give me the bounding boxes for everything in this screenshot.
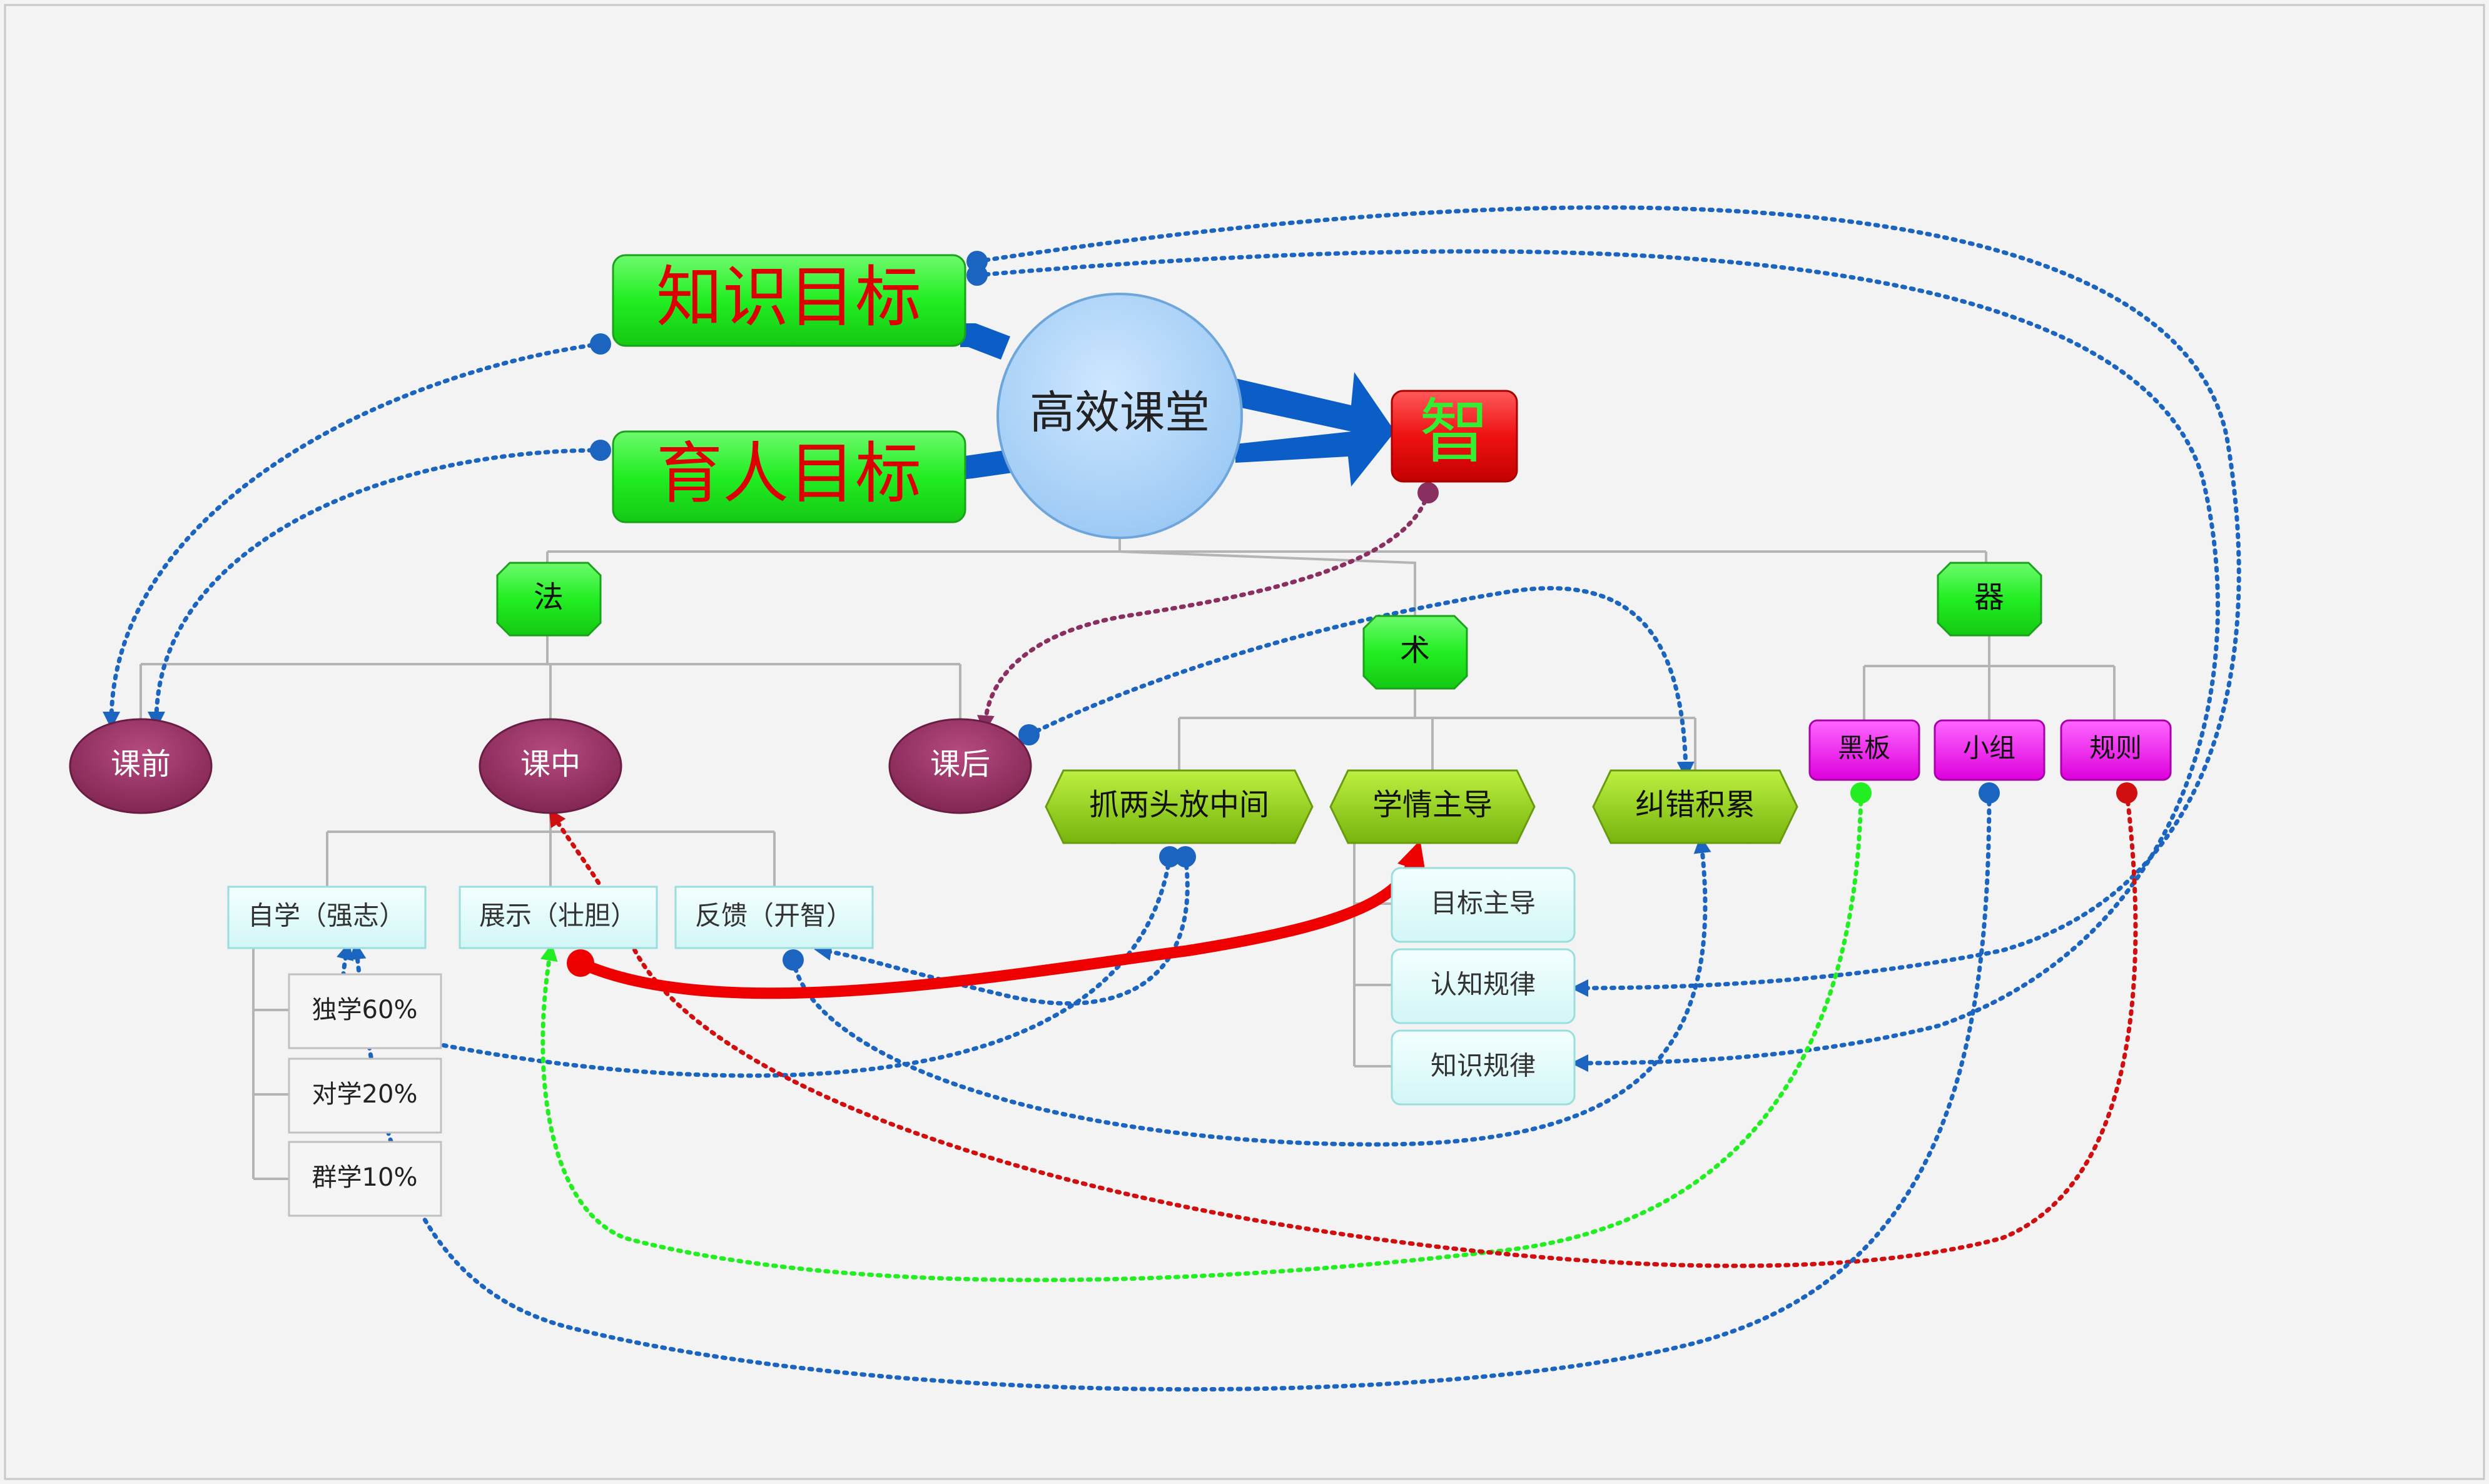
line-knowledge-to-rules <box>975 205 2241 997</box>
tool-rules-node[interactable]: 规则 <box>2060 719 2172 781</box>
phase-during-node[interactable]: 课中 <box>479 718 622 814</box>
category-qi-label: 器 <box>1974 580 2004 615</box>
tree-connectors <box>139 539 2116 1180</box>
line-after-to-correction <box>1027 586 1695 779</box>
principle-goal-led-label: 目标主导 <box>1431 888 1536 919</box>
center-label: 高效课堂 <box>1030 386 1210 439</box>
method-feedback-node[interactable]: 反馈（开智） <box>674 886 874 949</box>
category-qi-node[interactable]: 器 <box>1937 562 2042 637</box>
principle-cognitive-law-node[interactable]: 认知规律 <box>1391 948 1576 1024</box>
ratio-solo-node[interactable]: 独学60% <box>288 973 442 1049</box>
education-goal-node[interactable]: 育人目标 <box>612 430 966 523</box>
phase-after-node[interactable]: 课后 <box>888 718 1032 814</box>
thick-arrow-knowledge <box>960 323 1010 360</box>
technique-learning-led-node[interactable]: 学情主导 <box>1329 769 1536 844</box>
phase-before-node[interactable]: 课前 <box>69 718 213 814</box>
ratio-group-node[interactable]: 群学10% <box>288 1141 442 1217</box>
method-presentation-label: 展示（壮胆） <box>479 901 637 931</box>
tool-blackboard-label: 黑板 <box>1838 733 1890 764</box>
relation-lines <box>103 205 2241 1392</box>
wisdom-label: 智 <box>1419 391 1489 473</box>
technique-both-ends-node[interactable]: 抓两头放中间 <box>1045 769 1314 844</box>
line-bothends-to-feedback <box>814 854 1190 1006</box>
tool-group-node[interactable]: 小组 <box>1934 719 2045 781</box>
canvas-border <box>4 4 2485 1480</box>
thick-red-link-presentation-to-learning <box>575 840 1426 999</box>
thick-arrow-to-zhi <box>1235 372 1395 487</box>
line-rules-to-during <box>549 790 2138 1268</box>
line-zhi-to-after <box>976 490 1431 733</box>
line-education-to-before <box>148 448 603 729</box>
ratio-group-label: 群学10% <box>312 1163 418 1192</box>
category-shu-node[interactable]: 术 <box>1362 615 1468 690</box>
principle-knowledge-law-node[interactable]: 知识规律 <box>1391 1029 1576 1106</box>
phase-before-label: 课前 <box>111 747 171 782</box>
center-node[interactable]: 高效课堂 <box>996 293 1243 539</box>
tool-group-label: 小组 <box>1963 733 2015 764</box>
phase-during-label: 课中 <box>520 747 580 782</box>
thick-arrow-education <box>960 449 1016 480</box>
phase-after-label: 课后 <box>930 747 990 782</box>
line-group-to-selfstudy <box>348 790 1992 1392</box>
ratio-pair-label: 对学20% <box>312 1080 418 1109</box>
method-self-study-node[interactable]: 自学（强志） <box>227 886 427 949</box>
ratio-pair-node[interactable]: 对学20% <box>288 1057 442 1134</box>
category-fa-node[interactable]: 法 <box>496 562 602 637</box>
main-flow-arrows <box>960 323 1395 487</box>
principle-goal-led-node[interactable]: 目标主导 <box>1391 867 1576 943</box>
category-fa-label: 法 <box>534 580 564 615</box>
technique-learning-led-label: 学情主导 <box>1372 787 1493 822</box>
technique-error-accumulation-label: 纠错积累 <box>1635 787 1755 822</box>
line-knowledge-to-rules-2 <box>975 249 2220 1072</box>
principle-knowledge-law-label: 知识规律 <box>1431 1051 1536 1081</box>
technique-both-ends-label: 抓两头放中间 <box>1089 787 1269 822</box>
knowledge-goal-label: 知识目标 <box>656 259 921 336</box>
tool-rules-label: 规则 <box>2089 733 2142 764</box>
tool-blackboard-node[interactable]: 黑板 <box>1808 719 1920 781</box>
knowledge-goal-node[interactable]: 知识目标 <box>612 254 966 347</box>
category-shu-label: 术 <box>1400 633 1430 668</box>
wisdom-node[interactable]: 智 <box>1391 390 1518 483</box>
method-self-study-label: 自学（强志） <box>248 901 405 931</box>
line-knowledge-to-before <box>103 341 603 729</box>
connector-dots <box>567 251 2137 977</box>
technique-error-accumulation-node[interactable]: 纠错积累 <box>1592 769 1798 844</box>
education-goal-label: 育人目标 <box>656 435 921 512</box>
principle-cognitive-law-label: 认知规律 <box>1431 969 1536 1000</box>
method-feedback-label: 反馈（开智） <box>695 901 853 931</box>
method-presentation-node[interactable]: 展示（壮胆） <box>459 886 658 949</box>
line-feedback-to-correction <box>791 835 1711 1147</box>
ratio-solo-label: 独学60% <box>312 996 418 1024</box>
line-blackboard-to-presentation <box>540 790 1863 1283</box>
